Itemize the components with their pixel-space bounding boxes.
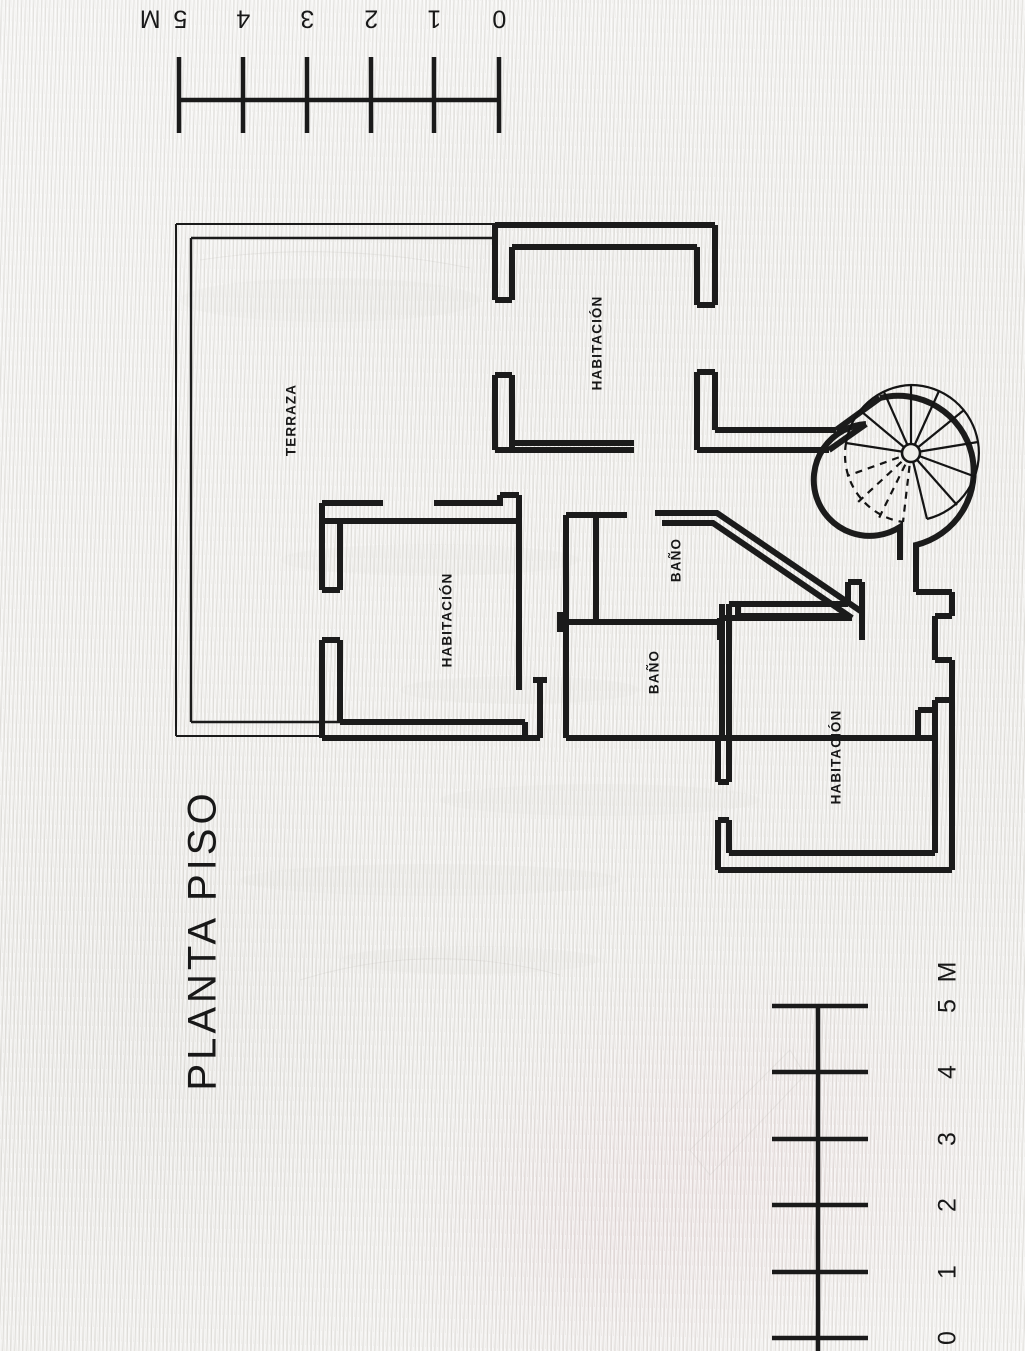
bano-2-walls — [533, 622, 725, 741]
stair-newel-post — [900, 442, 922, 464]
plan-title: PLANTA PISO — [180, 789, 225, 1091]
room-label-habitacion-3: HABITACIÓN — [828, 709, 844, 805]
room-label-habitacion-2: HABITACIÓN — [439, 572, 455, 668]
room-label-bano-2: BAÑO — [646, 649, 662, 695]
stair-treads-dashed — [843, 442, 913, 524]
habitacion-3-walls — [715, 560, 955, 873]
room-label-terraza: TERRAZA — [283, 383, 299, 457]
spiral-staircase — [810, 383, 980, 560]
room-label-bano-1: BAÑO — [668, 537, 684, 583]
habitacion-2-walls — [319, 492, 540, 741]
scale-top-ticks — [176, 57, 502, 133]
room-label-habitacion-1: HABITACIÓN — [589, 295, 605, 391]
scale-bottom-ticks — [772, 1003, 868, 1341]
habitacion-1-walls — [492, 222, 836, 453]
stair-treads-solid — [844, 383, 980, 521]
